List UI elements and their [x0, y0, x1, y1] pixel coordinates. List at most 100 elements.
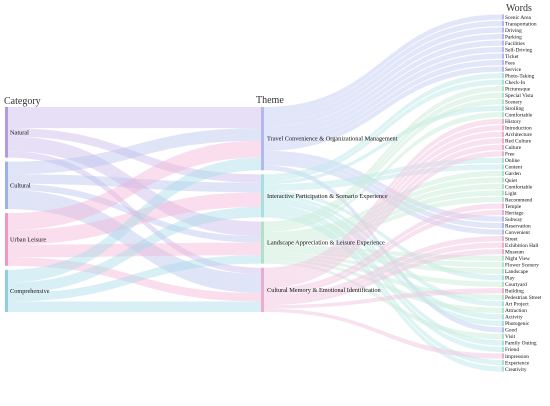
- word-node[interactable]: [502, 196, 504, 203]
- category-node-natural[interactable]: [5, 107, 8, 158]
- word-node[interactable]: [502, 255, 504, 261]
- word-label: Check-In: [505, 80, 525, 86]
- word-label: Online: [505, 158, 520, 164]
- word-node[interactable]: [502, 164, 504, 170]
- word-label: Family Outing: [505, 341, 537, 347]
- word-node[interactable]: [502, 222, 504, 229]
- word-label: Picturesque: [505, 87, 531, 93]
- word-node[interactable]: [502, 86, 504, 92]
- theme-word-link: [264, 164, 502, 191]
- word-label: Fees: [505, 60, 515, 66]
- word-node[interactable]: [502, 46, 504, 53]
- word-node[interactable]: [502, 236, 504, 242]
- theme-word-link: [264, 249, 502, 306]
- word-node[interactable]: [502, 170, 504, 177]
- word-node[interactable]: [502, 144, 504, 150]
- word-node[interactable]: [502, 125, 504, 131]
- category-theme-link: [8, 257, 261, 302]
- theme-word-link: [264, 247, 502, 268]
- theme-word-link: [264, 242, 502, 302]
- theme-node[interactable]: [261, 221, 264, 264]
- theme-word-link: [264, 138, 502, 282]
- theme-node[interactable]: [261, 174, 264, 218]
- word-node[interactable]: [502, 92, 504, 98]
- word-node[interactable]: [502, 340, 504, 346]
- category-theme-link: [8, 190, 261, 294]
- word-node[interactable]: [502, 99, 504, 105]
- word-node[interactable]: [502, 353, 504, 359]
- word-node[interactable]: [502, 249, 504, 255]
- word-node[interactable]: [502, 183, 504, 190]
- word-node[interactable]: [502, 151, 504, 157]
- word-node[interactable]: [502, 275, 504, 281]
- category-node-urban-leisure[interactable]: [5, 213, 8, 266]
- word-node[interactable]: [502, 138, 504, 144]
- word-node[interactable]: [502, 288, 504, 294]
- word-node[interactable]: [502, 105, 504, 111]
- word-node[interactable]: [502, 157, 504, 164]
- category-theme-link: [8, 183, 261, 243]
- theme-node[interactable]: [261, 107, 264, 171]
- word-node[interactable]: [502, 229, 504, 235]
- category-theme-link: [8, 157, 261, 283]
- word-node[interactable]: [502, 346, 504, 353]
- word-node[interactable]: [502, 112, 504, 118]
- word-node[interactable]: [502, 73, 504, 79]
- word-node[interactable]: [502, 216, 504, 222]
- word-node[interactable]: [502, 20, 504, 27]
- word-label: Art Project: [505, 302, 529, 308]
- word-label: Service: [505, 67, 522, 73]
- word-node[interactable]: [502, 268, 504, 274]
- word-node[interactable]: [502, 14, 504, 20]
- theme-word-link: [264, 308, 502, 359]
- word-node[interactable]: [502, 131, 504, 137]
- word-node[interactable]: [502, 366, 504, 372]
- word-label: Garden: [505, 171, 521, 177]
- word-node[interactable]: [502, 294, 504, 300]
- word-node[interactable]: [502, 307, 504, 313]
- word-node[interactable]: [502, 40, 504, 46]
- word-node[interactable]: [502, 333, 504, 340]
- word-label: Visit: [505, 334, 516, 340]
- word-label: Convenient: [505, 230, 530, 236]
- word-label: Architecture: [505, 132, 533, 138]
- theme-word-link: [264, 92, 502, 227]
- word-node[interactable]: [502, 190, 504, 196]
- word-node[interactable]: [502, 66, 504, 72]
- word-node[interactable]: [502, 314, 504, 320]
- word-node[interactable]: [502, 79, 504, 85]
- word-node[interactable]: [502, 301, 504, 307]
- word-label: Flower Scenery: [505, 263, 539, 269]
- word-node[interactable]: [502, 327, 504, 333]
- word-label: Comfortable: [505, 112, 533, 119]
- word-label: Photo-Taking: [505, 73, 535, 79]
- word-label: Quiet: [505, 178, 517, 184]
- word-node[interactable]: [502, 118, 504, 124]
- word-label: Culture: [505, 145, 522, 151]
- word-label: Creativity: [505, 367, 527, 373]
- word-node[interactable]: [502, 320, 504, 326]
- category-node-comprehensive[interactable]: [5, 269, 8, 312]
- theme-word-link: [264, 151, 502, 289]
- word-node[interactable]: [502, 281, 504, 287]
- category-node-cultural[interactable]: [5, 161, 8, 210]
- theme-word-link: [264, 112, 502, 233]
- word-label: Special Vista: [505, 93, 534, 99]
- word-node[interactable]: [502, 209, 504, 216]
- word-node[interactable]: [502, 27, 504, 33]
- word-label: Building: [505, 289, 524, 295]
- theme-word-link: [264, 131, 502, 278]
- word-node[interactable]: [502, 262, 504, 268]
- word-node[interactable]: [502, 177, 504, 183]
- word-node[interactable]: [502, 60, 504, 66]
- category-label: Natural: [10, 129, 29, 136]
- word-label: Night View: [505, 256, 530, 262]
- word-node[interactable]: [502, 203, 504, 209]
- word-label: Experience: [505, 360, 530, 366]
- word-node[interactable]: [502, 359, 504, 366]
- word-node[interactable]: [502, 242, 504, 248]
- word-node[interactable]: [502, 53, 504, 59]
- theme-node[interactable]: [261, 267, 264, 312]
- word-node[interactable]: [502, 33, 504, 40]
